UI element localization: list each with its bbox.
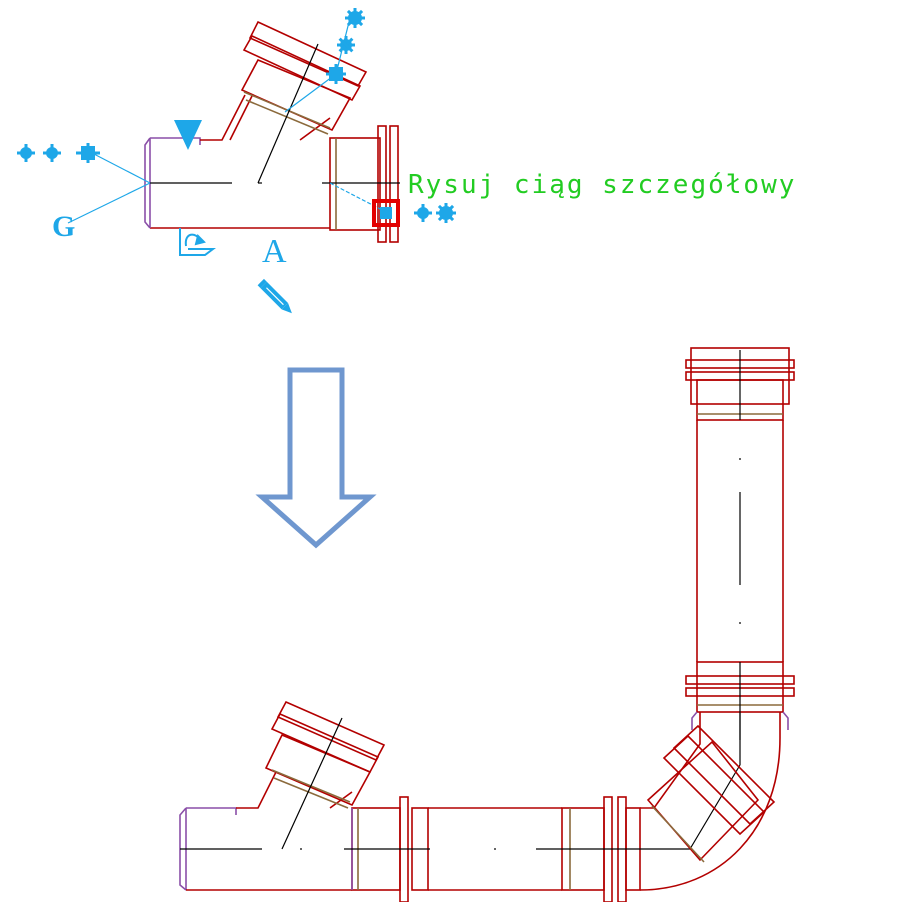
pencil-icon[interactable] xyxy=(257,278,295,316)
riser-lower-edge-left xyxy=(691,711,698,730)
grips[interactable] xyxy=(17,8,456,227)
tee-right-ring-1 xyxy=(377,125,387,243)
elbow-flange-1 xyxy=(662,734,766,836)
active-grip[interactable] xyxy=(372,199,400,227)
grip-leaders xyxy=(67,17,387,224)
selected-tee-fitting[interactable] xyxy=(144,20,400,243)
grip-square-icon[interactable] xyxy=(326,64,346,84)
elbow-flange-2 xyxy=(672,724,776,826)
result-pipe-run[interactable] xyxy=(179,347,795,902)
elbow-socket-inner xyxy=(651,805,705,863)
bottom-tee-top-mid xyxy=(236,771,277,809)
tee-right-ring-2 xyxy=(389,125,399,243)
tee-body-top xyxy=(200,94,246,141)
elbow-outer xyxy=(639,712,781,891)
rotate-icon[interactable] xyxy=(179,228,216,256)
gear-icon[interactable] xyxy=(414,204,432,222)
tee-branch-flange xyxy=(248,20,368,88)
grip-letter-a[interactable]: A xyxy=(262,233,287,270)
tee-branch-flange-2 xyxy=(242,34,362,102)
riser-lower-edge-right xyxy=(782,711,789,730)
gear-icon[interactable] xyxy=(17,144,35,162)
tee-left-socket xyxy=(144,137,151,229)
bottom-tee-centerline-branch xyxy=(281,717,343,850)
bottom-tee-left-socket xyxy=(179,807,187,891)
tee-right-socket xyxy=(329,137,381,231)
tee-centerline-branch xyxy=(257,43,319,184)
bottom-tee-top-left xyxy=(186,807,237,815)
bottom-tee-branch-inner-2 xyxy=(273,777,349,809)
command-tooltip: Rysuj ciąg szczegółowy xyxy=(408,170,797,200)
gear-icon[interactable] xyxy=(436,203,456,223)
elbow-socket xyxy=(646,740,760,862)
bottom-tee-branch-flange xyxy=(276,700,386,762)
tee-body-top-left xyxy=(150,137,201,145)
gear-icon[interactable] xyxy=(337,36,355,54)
tee-branch-left xyxy=(229,95,253,141)
gear-icon[interactable] xyxy=(345,8,365,28)
gear-icon[interactable] xyxy=(43,144,61,162)
gear-icon[interactable] xyxy=(76,143,100,163)
triangle-down-icon[interactable] xyxy=(174,120,202,150)
arrow-down-outline-icon xyxy=(255,367,377,549)
bottom-tee-branch-flange-2 xyxy=(270,712,380,774)
grip-letter-g[interactable]: G xyxy=(52,210,75,243)
